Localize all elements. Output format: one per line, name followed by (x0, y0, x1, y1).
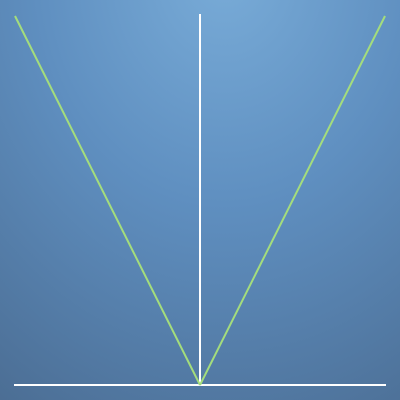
incident-ray (14, 15, 201, 386)
reflected-ray (199, 15, 386, 386)
